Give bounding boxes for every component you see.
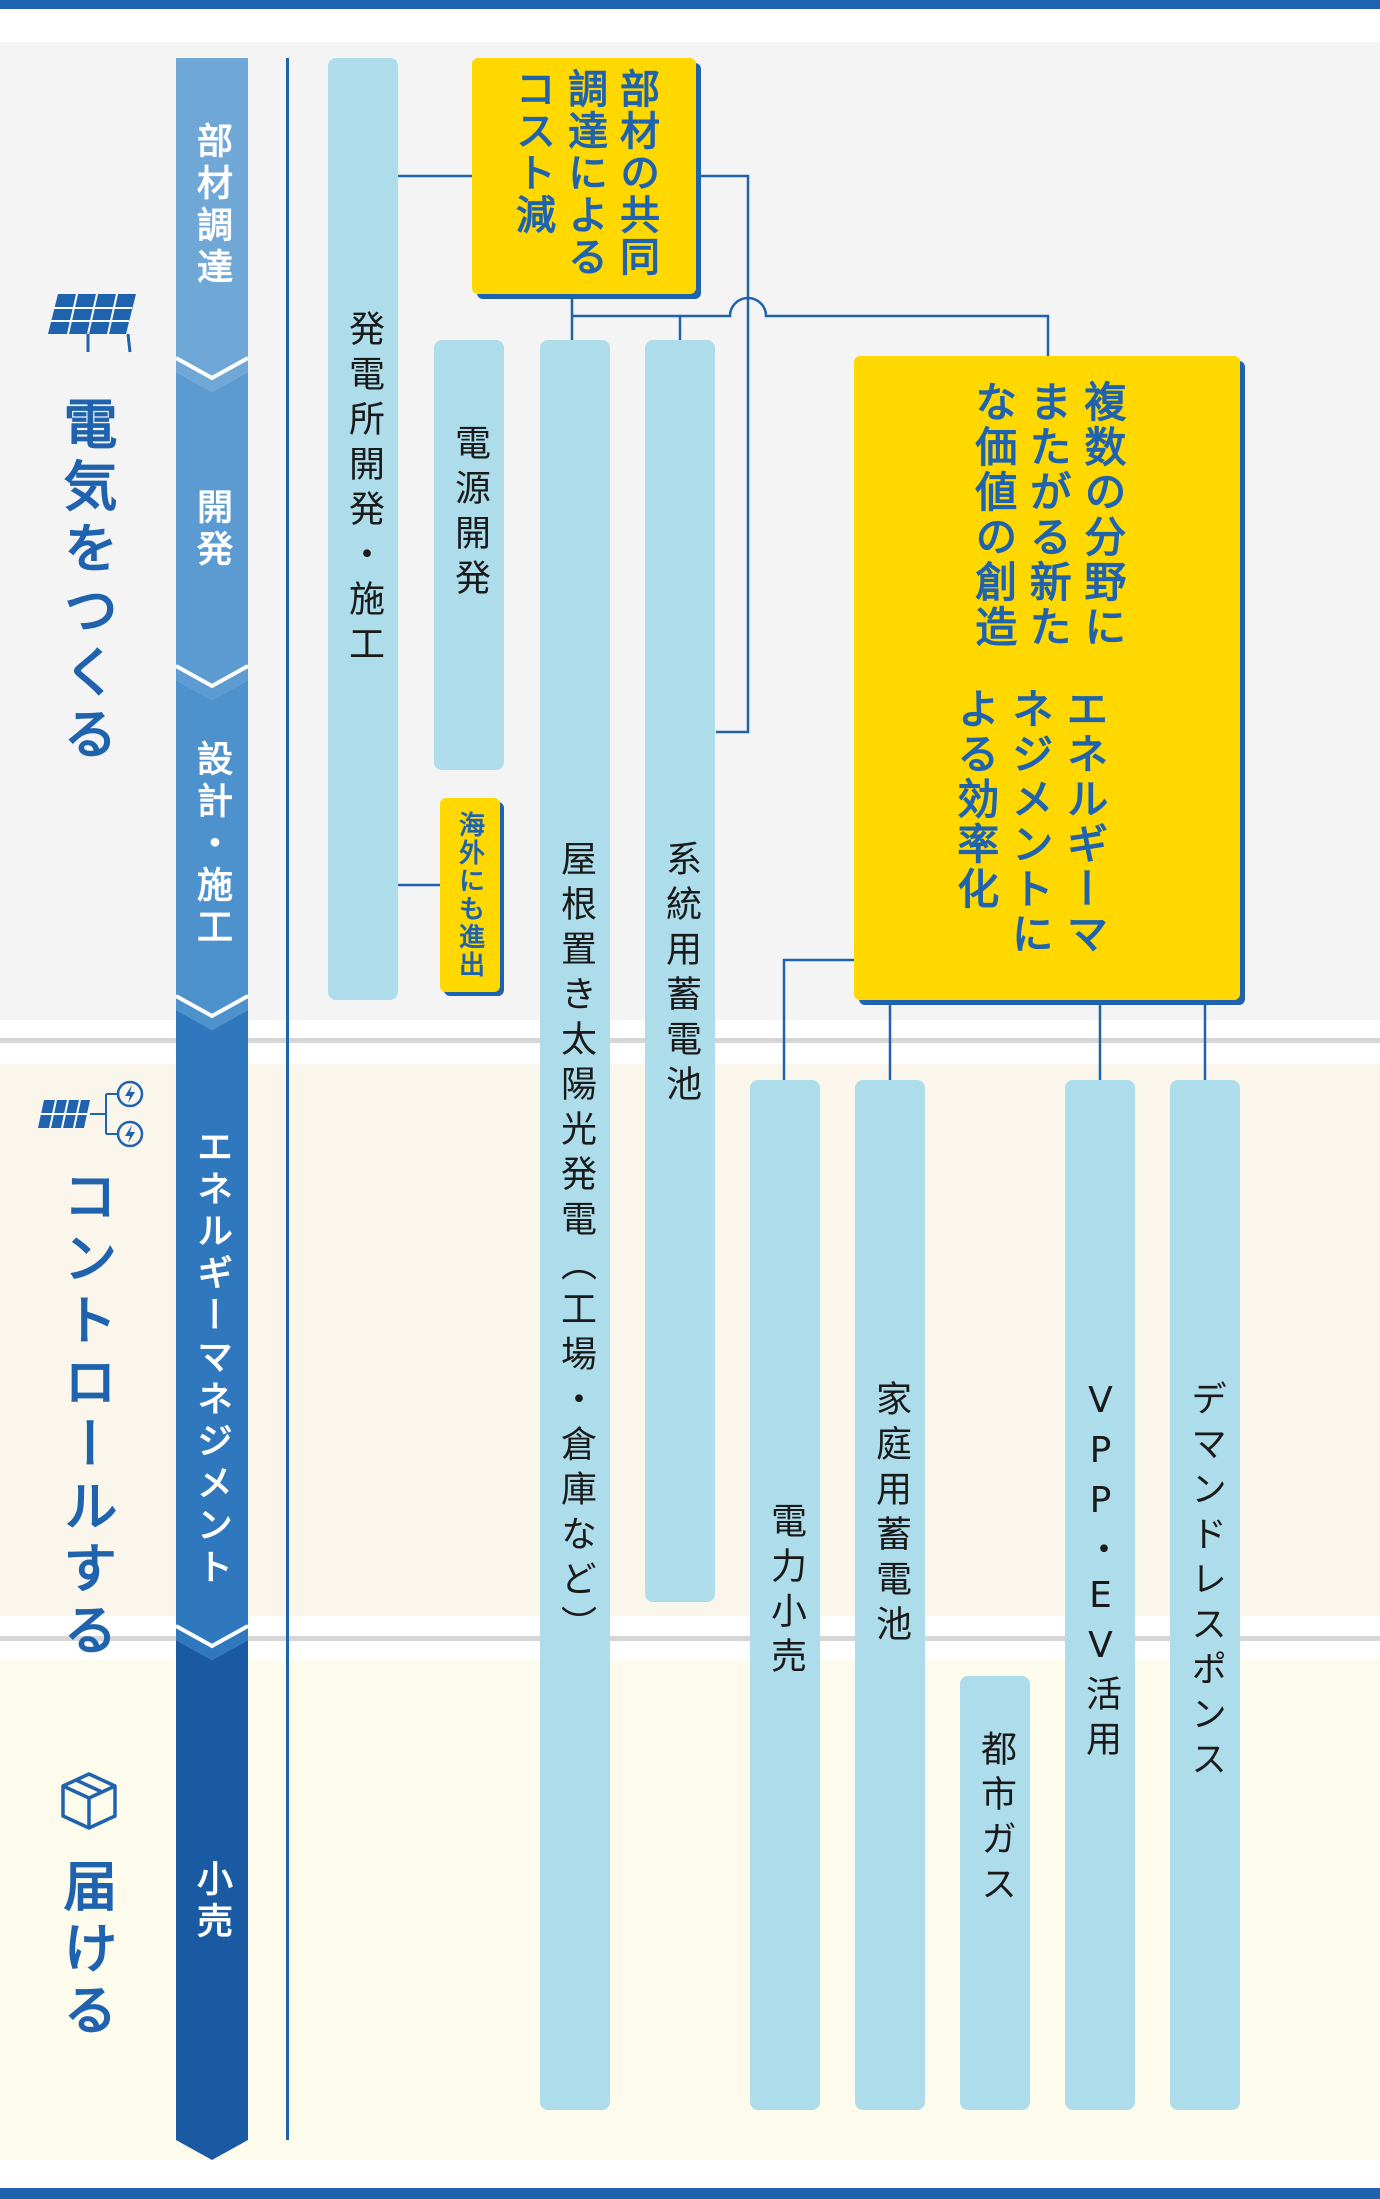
callout-multi-field-value: 複数の分野にまたがる新たな価値の創造 <box>968 380 1127 650</box>
category-control: コントロールする <box>54 1168 117 1664</box>
callout-energy-mgmt-efficiency: エネルギーマネジメントによる効率化 <box>950 686 1109 957</box>
box-grid-battery: 系統用蓄電池 <box>645 340 715 1602</box>
stage-energy-management: エネルギーマネジメント <box>191 1128 232 1590</box>
stage-development: 開発 <box>191 488 232 572</box>
bottom-bar <box>0 2188 1380 2199</box>
box-vpp-ev: VPP・EV活用 <box>1065 1080 1135 2110</box>
box-home-battery: 家庭用蓄電池 <box>855 1080 925 2110</box>
callout-value-and-efficiency: 複数の分野にまたがる新たな価値の創造 エネルギーマネジメントによる効率化 <box>854 356 1240 1000</box>
callout-joint-procurement: 部材の共同調達によるコスト減 <box>472 58 696 294</box>
box-overseas: 海外にも進出 <box>440 798 500 992</box>
box-demand-response: デマンドレスポンス <box>1170 1080 1240 2110</box>
category-deliver: 届ける <box>54 1858 117 2044</box>
box-plant-construction: 発電所開発・施工 <box>328 58 398 1000</box>
box-city-gas: 都市ガス <box>960 1676 1030 2110</box>
box-rooftop-solar: 屋根置き太陽光発電（工場・倉庫など） <box>540 340 610 2110</box>
solar-panel-icon <box>44 290 140 356</box>
category-create: 電気をつくる <box>54 396 117 768</box>
box-retail-power: 電力小売 <box>750 1080 820 2110</box>
box-power-development: 電源開発 <box>434 340 504 770</box>
separator-line <box>286 58 289 2140</box>
stage-retail: 小売 <box>191 1860 232 1944</box>
stage-design-construction: 設計・施工 <box>191 740 232 950</box>
divider-2 <box>0 1636 1380 1641</box>
stage-procurement: 部材調達 <box>191 122 232 290</box>
package-icon <box>58 1770 120 1832</box>
top-bar <box>0 0 1380 9</box>
solar-control-icon <box>32 1078 148 1158</box>
